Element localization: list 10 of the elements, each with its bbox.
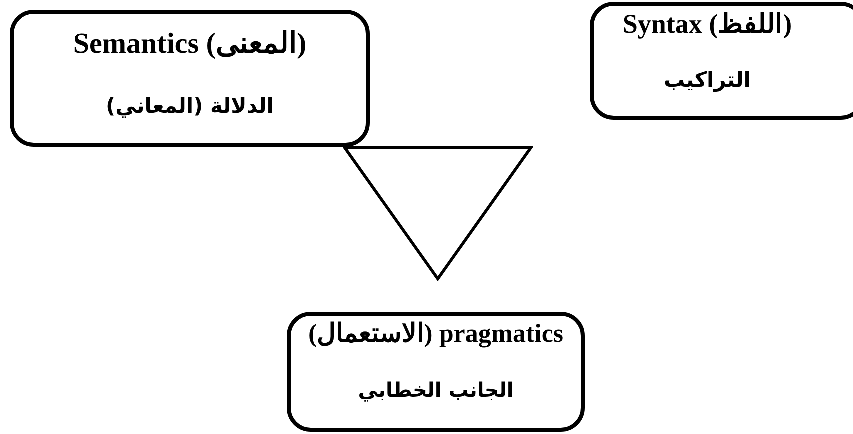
triangle-shape — [343, 146, 533, 281]
text-box — [10, 10, 370, 147]
box-heading: pragmatics (الاستعمال) — [307, 318, 565, 349]
box-text: الدلالة (المعاني) — [104, 94, 275, 118]
text-box — [590, 2, 853, 120]
box-heading: Semantics (المعنى) — [72, 27, 308, 61]
box-text: الجانب الخطابي — [357, 378, 515, 402]
text-box — [287, 312, 585, 432]
box-heading: Syntax (اللفظ) — [622, 8, 794, 40]
box-text: التراكيب — [663, 68, 752, 92]
